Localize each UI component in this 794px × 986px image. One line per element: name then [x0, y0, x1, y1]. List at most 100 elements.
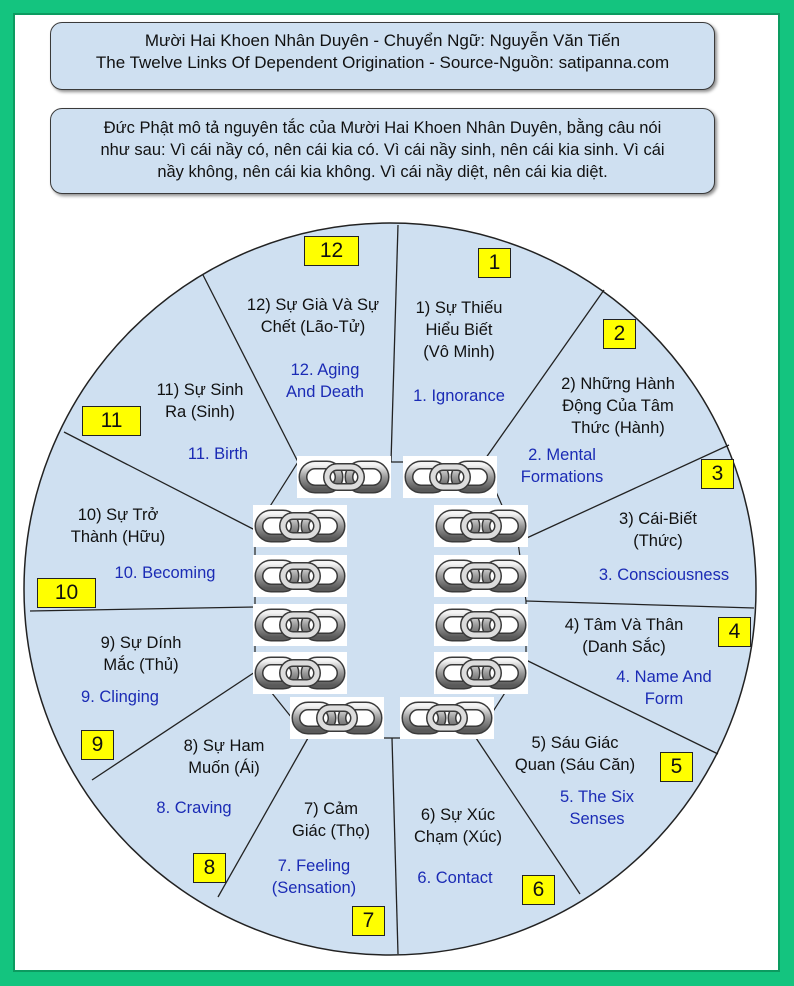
vietnamese-line: Mắc (Thủ) [103, 656, 179, 674]
intro-line-2: như sau: Vì cái nầy có, nên cái kia có. … [100, 141, 665, 159]
spoke-line-11 [63, 431, 256, 531]
link-3-number-badge: 3 [701, 459, 734, 489]
english-line: Form [644, 690, 684, 708]
english-line: 9. Clinging [81, 688, 159, 706]
link-12-vietnamese-label: 12) Sự Già Và Sự Chết (Lão-Tử) [247, 294, 379, 338]
english-line: 10. Becoming [114, 564, 216, 582]
english-line: 5. The Six [560, 788, 634, 806]
english-line: 4. Name And [616, 668, 712, 686]
link-4-number-badge: 4 [718, 617, 751, 647]
english-line: Senses [569, 810, 625, 828]
english-line: 3. Consciousness [598, 566, 730, 584]
link-8-number-badge: 8 [193, 853, 226, 883]
intro-box: Đức Phật mô tả nguyên tắc của Mười Hai K… [50, 108, 715, 194]
link-7-number-badge: 7 [352, 906, 385, 936]
english-line: 8. Craving [156, 799, 232, 817]
english-line: 7. Feeling [277, 857, 351, 875]
spoke-line-9 [91, 671, 256, 781]
english-line: 1. Ignorance [413, 387, 505, 405]
vietnamese-line: 10) Sự Trở [77, 506, 159, 524]
spoke-line-10 [29, 606, 256, 612]
link-9-english-label: 9. Clinging [81, 686, 159, 708]
vietnamese-line: 12) Sự Già Và Sự [246, 296, 380, 314]
link-8-english-label: 8. Craving [156, 797, 231, 819]
chain-link-icon [434, 505, 528, 547]
chain-link-icon [400, 697, 494, 739]
spoke-line-7 [391, 737, 399, 955]
chain-link-icon [290, 697, 384, 739]
link-6-english-label: 6. Contact [417, 867, 492, 889]
chain-link-icon [253, 505, 347, 547]
vietnamese-line: 2) Những Hành [561, 375, 675, 393]
english-line: 12. Aging [290, 361, 360, 379]
spoke-line-1 [390, 224, 399, 463]
chain-link-icon [253, 555, 347, 597]
vietnamese-line: Muốn (Ái) [188, 759, 260, 777]
vietnamese-line: 5) Sáu Giác [531, 734, 619, 752]
chain-link-icon [403, 456, 497, 498]
link-3-english-label: 3. Consciousness [599, 564, 729, 586]
spoke-line-3 [517, 444, 730, 543]
link-4-vietnamese-label: 4) Tâm Và Thân (Danh Sắc) [565, 614, 684, 658]
vietnamese-line: 11) Sự Sinh [156, 381, 244, 399]
english-line: Formations [520, 468, 604, 486]
spoke-line-2 [482, 289, 605, 463]
vietnamese-line: Chết (Lão-Tử) [260, 318, 366, 336]
spoke-line-8 [217, 737, 309, 898]
vietnamese-line: Động Của Tâm [562, 397, 674, 415]
link-11-english-label: 11. Birth [188, 443, 248, 465]
vietnamese-line: Quan (Sáu Căn) [514, 756, 636, 774]
english-line: 11. Birth [187, 445, 249, 463]
link-11-number-badge: 11 [82, 406, 141, 436]
spoke-line-12 [202, 274, 299, 463]
vietnamese-line: (Thức) [633, 532, 683, 550]
link-9-number-badge: 9 [81, 730, 114, 760]
link-2-number-badge: 2 [603, 319, 636, 349]
vietnamese-line: 9) Sự Dính [100, 634, 182, 652]
link-10-english-label: 10. Becoming [115, 562, 216, 584]
chain-link-icon [434, 652, 528, 694]
vietnamese-line: Thức (Hành) [571, 419, 665, 437]
english-line: 6. Contact [417, 869, 493, 887]
link-5-number-badge: 5 [660, 752, 693, 782]
vietnamese-line: Giác (Thọ) [292, 822, 370, 840]
chain-link-icon [434, 604, 528, 646]
title-line-english: The Twelve Links Of Dependent Originatio… [95, 53, 670, 72]
intro-line-3: nầy không, nên cái kia không. Vì cái nầy… [157, 163, 608, 181]
link-11-vietnamese-label: 11) Sự Sinh Ra (Sinh) [157, 379, 244, 423]
vietnamese-line: 1) Sự Thiếu [415, 299, 503, 317]
english-line: And Death [286, 383, 364, 401]
intro-line-1: Đức Phật mô tả nguyên tắc của Mười Hai K… [103, 119, 662, 137]
link-3-vietnamese-label: 3) Cái-Biết (Thức) [619, 508, 697, 552]
vietnamese-line: 4) Tâm Và Thân [564, 616, 684, 634]
spoke-line-6 [475, 737, 581, 895]
vietnamese-line: Hiểu Biết [425, 321, 493, 339]
link-1-number-badge: 1 [478, 248, 511, 278]
title-box: Mười Hai Khoen Nhân Duyên - Chuyển Ngữ: … [50, 22, 715, 90]
vietnamese-line: Thành (Hữu) [70, 528, 166, 546]
link-1-english-label: 1. Ignorance [413, 385, 505, 407]
vietnamese-line: 6) Sự Xúc [420, 806, 496, 824]
vietnamese-line: (Danh Sắc) [582, 638, 666, 656]
link-7-english-label: 7. Feeling(Sensation) [272, 855, 356, 899]
vietnamese-line: 3) Cái-Biết [619, 510, 697, 528]
link-6-number-badge: 6 [522, 875, 555, 905]
vietnamese-line: Ra (Sinh) [165, 403, 235, 421]
chain-link-icon [297, 456, 391, 498]
vietnamese-line: 8) Sự Ham [183, 737, 265, 755]
english-line: 2. Mental [528, 446, 596, 464]
vietnamese-line: 7) Cảm [303, 800, 359, 818]
spoke-line-5 [525, 659, 719, 755]
